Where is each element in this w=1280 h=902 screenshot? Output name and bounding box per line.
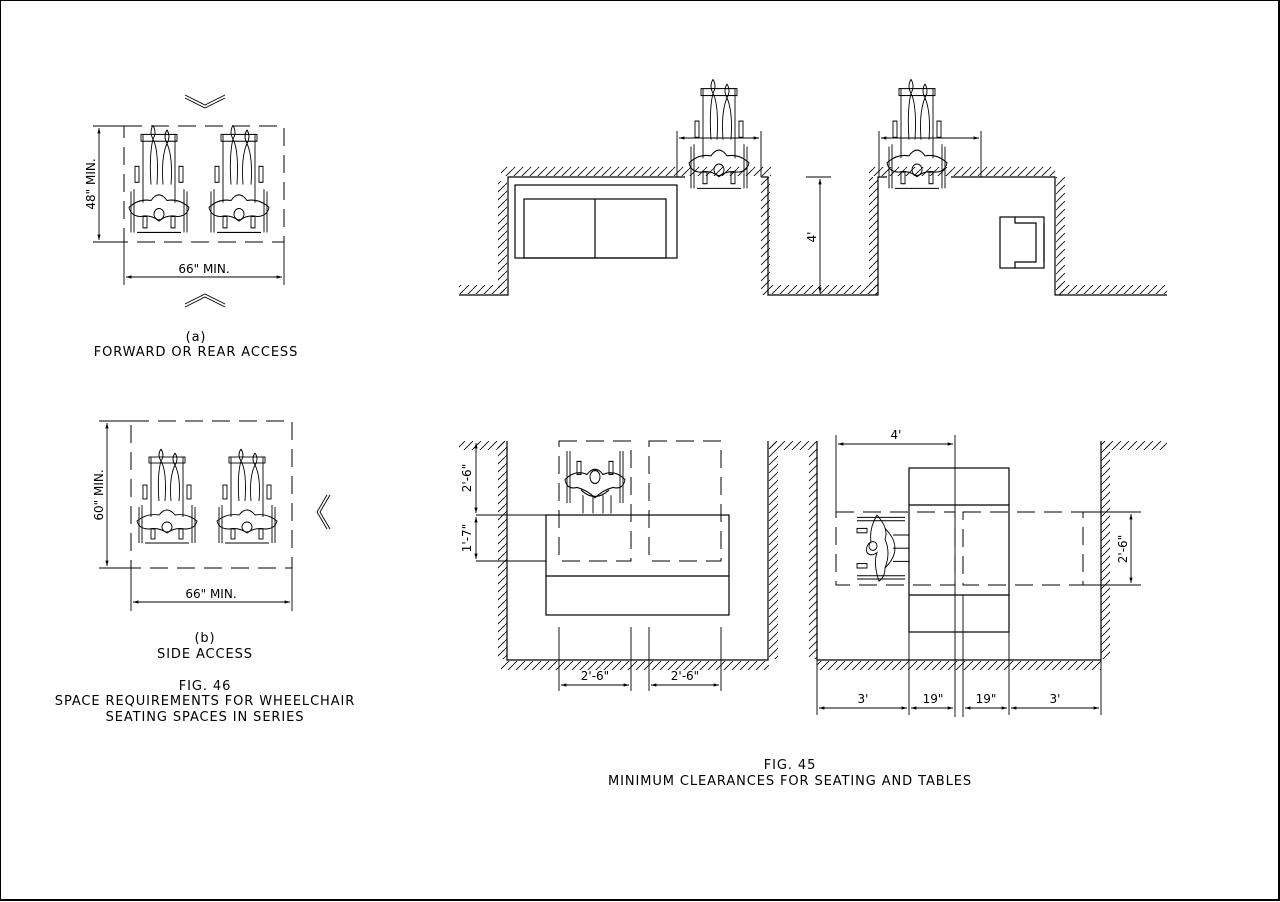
bottom-dimension: 3' [858,692,869,706]
top-dimension: 4' [891,428,902,442]
fig45-caption: FIG. 45 MINIMUM CLEARANCES FOR SEATING A… [608,758,972,789]
height-dimension: 60" MIN. [92,469,106,520]
seat-width-dimension: 2'-6" [581,669,609,683]
wheelchair-icon [856,514,910,582]
bottom-dimension: 3' [1050,692,1061,706]
fig46a-forward-rear-access: 48" MIN. 66" MIN. (a) FORWARD OR REAR AC… [84,94,298,360]
part-label: FORWARD OR REAR ACCESS [94,345,298,360]
clearance-dimension: 2'-6" [460,464,474,492]
part-label: SIDE ACCESS [157,647,253,662]
wheelchair-icon [564,450,626,514]
seat-width-dimension: 2'-6" [671,669,699,683]
height-dimension: 48" MIN. [84,158,98,209]
width-dimension: 66" MIN. [178,262,229,276]
fig45-lower-left-plan: 2'-6" 1'-7" 2'-6" 2'-6" [459,440,809,691]
wheelchair-icon [128,124,190,233]
chevron-down-icon [184,94,226,109]
chevron-left-icon [316,494,331,530]
side-dimension: 2'-6" [1116,535,1130,563]
wheelchair-icon [136,448,198,544]
table-icon [908,467,1010,633]
width-dimension: 66" MIN. [185,587,236,601]
knee-dimension: 1'-7" [460,524,474,552]
figure-title-line1: SPACE REQUIREMENTS FOR WHEELCHAIR [55,694,355,709]
armchair-icon [999,216,1045,269]
figure-number: FIG. 45 [764,758,817,773]
aisle-depth-dimension: 4' [805,232,819,243]
table-icon [545,514,730,616]
figure-title: MINIMUM CLEARANCES FOR SEATING AND TABLE… [608,774,972,789]
fig46-caption: FIG. 46 SPACE REQUIREMENTS FOR WHEELCHAI… [55,679,355,725]
figure-title-line2: SEATING SPACES IN SERIES [106,710,305,725]
bottom-dimension: 19" [976,692,997,706]
wheelchair-icon [216,448,278,544]
bottom-dimension: 19" [923,692,944,706]
part-letter: (a) [186,330,207,345]
part-letter: (b) [194,631,215,646]
chevron-up-icon [184,293,226,308]
fig46b-side-access: 60" MIN. 66" MIN. (b) SIDE ACCESS [92,420,331,662]
figure-number: FIG. 46 [179,679,232,694]
fig45-upper-plan: 4' [459,78,1167,296]
sofa-icon [514,184,678,259]
wheelchair-icon [208,124,270,233]
fig45-lower-right-plan: 4' 2'-6" 3' 19" 19" 3' [809,428,1167,717]
